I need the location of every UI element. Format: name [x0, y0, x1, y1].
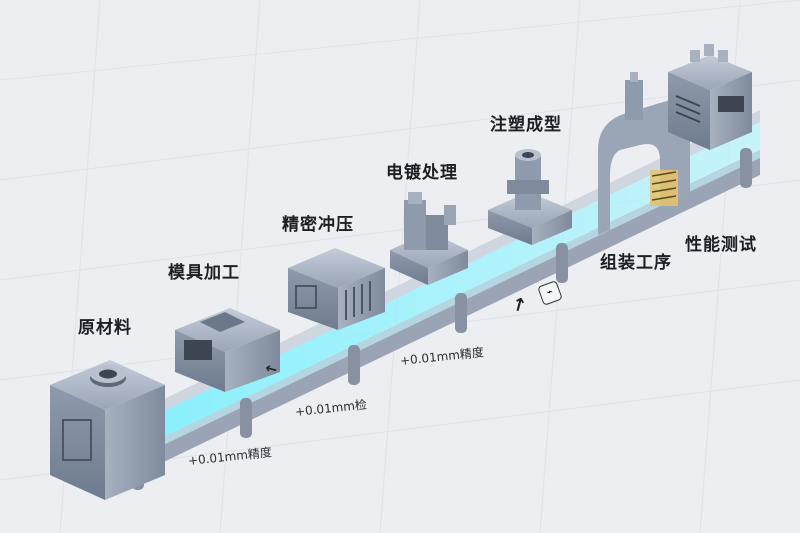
- stage-label-assembly: 组装工序: [600, 253, 672, 273]
- stage-label-plating: 电镀处理: [386, 163, 458, 183]
- stage-label-performance-testing: 性能测试: [685, 235, 757, 255]
- injection-molding-machine: [488, 149, 572, 245]
- mold-machine: [175, 308, 280, 392]
- stage-label-injection-molding: 注塑成型: [490, 115, 562, 135]
- assembly-station: [598, 72, 690, 236]
- stage-label-mold-processing: 模具加工: [168, 263, 240, 283]
- stage-label-precision-stamping: 精密冲压: [282, 215, 354, 235]
- stamping-machine: [288, 248, 385, 330]
- testing-machine: [668, 44, 752, 150]
- plating-machine: [390, 192, 468, 285]
- stage-label-raw-material: 原材料: [78, 318, 132, 338]
- raw-material-machine: [50, 360, 165, 500]
